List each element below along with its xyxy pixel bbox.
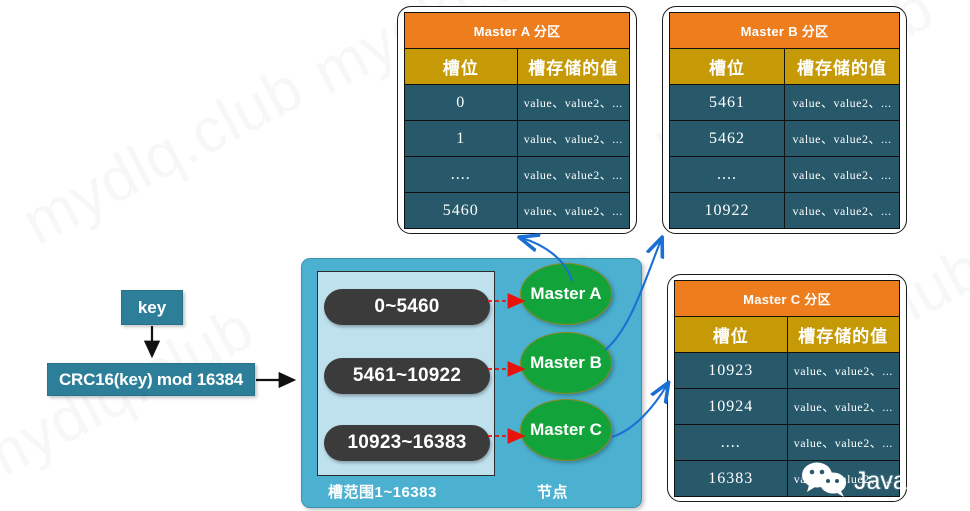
slot-id-cell: 10923	[674, 352, 788, 389]
partition-table-master-b: Master B 分区 槽位 槽存储的值 5461 value、value2、.…	[669, 12, 900, 229]
column-header-value: 槽存储的值	[516, 48, 630, 85]
table-row: .... value、value2、...	[404, 156, 630, 193]
node-master-b: Master B	[520, 332, 612, 394]
table-row: .... value、value2、...	[674, 424, 900, 461]
wechat-badge: Java知音	[800, 455, 960, 503]
slot-range-pill: 5461~10922	[324, 358, 490, 394]
table-row: 10922 value、value2、...	[669, 192, 900, 229]
node-master-c: Master C	[520, 399, 612, 461]
partition-table-master-a: Master A 分区 槽位 槽存储的值 0 value、value2、... …	[404, 12, 630, 229]
table-title-row: Master A 分区	[404, 12, 630, 49]
table-row: 10923 value、value2、...	[674, 352, 900, 389]
slot-value-cell: value、value2、...	[516, 120, 630, 157]
table-row: .... value、value2、...	[669, 156, 900, 193]
crc16-hash-label: CRC16(key) mod 16384	[58, 369, 244, 389]
slot-range-caption: 槽范围1~16383	[328, 484, 437, 501]
slot-value-cell: value、value2、...	[784, 120, 900, 157]
slot-value-cell: value、value2、...	[516, 156, 630, 193]
slot-id-cell: 10924	[674, 388, 788, 425]
slot-id-cell: 0	[404, 84, 518, 121]
table-row: 16383 value、value2、...	[674, 460, 900, 497]
slot-range-container: 0~5460 5461~10922 10923~16383	[317, 271, 495, 476]
slot-value-cell: value、value2、...	[786, 424, 900, 461]
node-caption: 节点	[537, 484, 569, 501]
table-row: 10924 value、value2、...	[674, 388, 900, 425]
slot-id-cell: 1	[404, 120, 518, 157]
column-header-value: 槽存储的值	[786, 316, 900, 353]
key-box-label: key	[137, 297, 167, 317]
table-title-row: Master C 分区	[674, 280, 900, 317]
table-row: 5460 value、value2、...	[404, 192, 630, 229]
partition-title: Master A 分区	[404, 12, 630, 49]
slot-id-cell: ....	[669, 156, 785, 193]
table-header-row: 槽位 槽存储的值	[404, 48, 630, 85]
slot-id-cell: ....	[404, 156, 518, 193]
partition-title: Master C 分区	[674, 280, 900, 317]
slot-value-cell: value、value2、...	[516, 192, 630, 229]
slot-value-cell: value、value2、...	[786, 352, 900, 389]
slot-id-cell: 5460	[404, 192, 518, 229]
slot-value-cell: value、value2、...	[784, 156, 900, 193]
key-box: key	[121, 290, 183, 325]
slot-id-cell: 5461	[669, 84, 785, 121]
table-row: 5462 value、value2、...	[669, 120, 900, 157]
cluster-node-panel: 0~5460 5461~10922 10923~16383 Master A M…	[301, 258, 642, 508]
slot-value-cell: value、value2、...	[784, 192, 900, 229]
slot-id-cell: 10922	[669, 192, 785, 229]
node-master-a: Master A	[520, 263, 612, 325]
table-row: 1 value、value2、...	[404, 120, 630, 157]
partition-title: Master B 分区	[669, 12, 900, 49]
slot-value-cell: value、value2、...	[516, 84, 630, 121]
slot-value-cell: value、value2、...	[786, 388, 900, 425]
column-header-value: 槽存储的值	[784, 48, 900, 85]
table-header-row: 槽位 槽存储的值	[669, 48, 900, 85]
table-row: 5461 value、value2、...	[669, 84, 900, 121]
column-header-slot: 槽位	[404, 48, 518, 85]
table-title-row: Master B 分区	[669, 12, 900, 49]
slot-range-pill: 10923~16383	[324, 425, 490, 461]
slot-id-cell: 16383	[674, 460, 788, 497]
slot-range-pill: 0~5460	[324, 289, 490, 325]
watermark-text: mydlq.club	[11, 53, 315, 258]
column-header-slot: 槽位	[669, 48, 785, 85]
slot-value-cell: value、value2、...	[784, 84, 900, 121]
wechat-badge-label: Java知音	[854, 467, 957, 495]
table-header-row: 槽位 槽存储的值	[674, 316, 900, 353]
wechat-icon	[802, 462, 846, 497]
slot-id-cell: 5462	[669, 120, 785, 157]
slot-id-cell: ....	[674, 424, 788, 461]
column-header-slot: 槽位	[674, 316, 788, 353]
table-row: 0 value、value2、...	[404, 84, 630, 121]
crc16-hash-box: CRC16(key) mod 16384	[47, 363, 255, 396]
partition-table-master-c: Master C 分区 槽位 槽存储的值 10923 value、value2、…	[674, 280, 900, 497]
